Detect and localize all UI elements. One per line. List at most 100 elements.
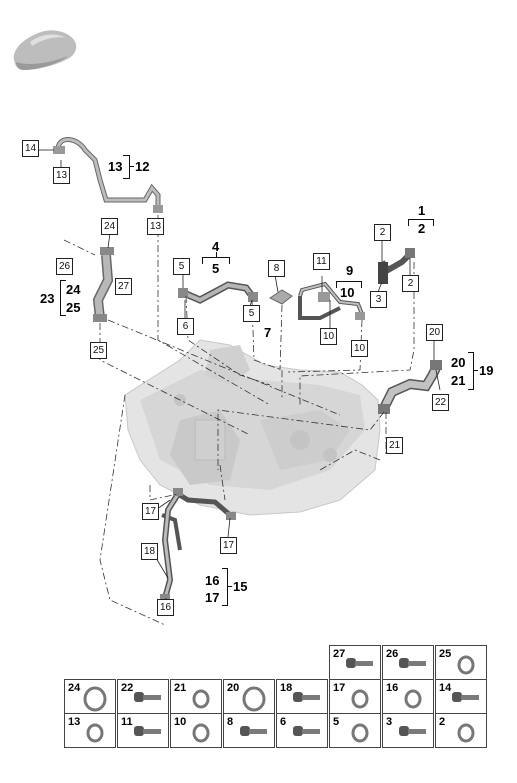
callout-6: 6 — [177, 318, 194, 335]
group-label-13: 13 — [108, 159, 123, 174]
part-number: 18 — [280, 682, 293, 694]
parts-cell[interactable]: 8 — [223, 713, 275, 748]
callout-17: 17 — [142, 503, 159, 520]
group-label-16: 16 — [205, 573, 220, 588]
group-tick — [227, 586, 232, 587]
bracket-7 — [269, 289, 293, 305]
group-label-19: 19 — [479, 363, 494, 378]
bolt-icon — [293, 726, 320, 736]
callout-16: 16 — [157, 599, 174, 616]
parts-cell[interactable]: 2 — [435, 713, 487, 748]
ring-icon — [86, 723, 104, 743]
group-label-1: 1 — [418, 203, 426, 218]
parts-cell[interactable]: 17 — [329, 679, 381, 714]
callout-2: 2 — [402, 275, 419, 292]
group-label-7: 7 — [264, 325, 272, 340]
pipe-9 — [298, 281, 365, 320]
group-label-15: 15 — [233, 579, 248, 594]
group-label-5: 5 — [212, 261, 220, 276]
ring-icon — [351, 689, 369, 709]
part-number: 17 — [333, 682, 346, 694]
part-number: 3 — [386, 716, 393, 728]
callout-18: 18 — [141, 543, 158, 560]
group-bracket — [202, 257, 230, 264]
exploded-view-drawing — [38, 137, 442, 626]
part-number: 10 — [174, 716, 187, 728]
group-tick — [473, 370, 478, 371]
part-number: 8 — [227, 716, 234, 728]
part-number: 22 — [121, 682, 134, 694]
engine-block — [124, 339, 381, 516]
bolt-icon — [346, 658, 373, 668]
callout-5: 5 — [243, 305, 260, 322]
callout-5: 5 — [173, 258, 190, 275]
parts-cell[interactable]: 21 — [170, 679, 222, 714]
callout-21: 21 — [386, 437, 403, 454]
part-number: 24 — [68, 682, 81, 694]
parts-cell[interactable]: 22 — [117, 679, 169, 714]
ring-icon — [457, 655, 475, 675]
callout-14: 14 — [22, 140, 39, 157]
callout-8: 8 — [268, 260, 285, 277]
group-bracket — [336, 281, 362, 288]
part-number: 16 — [386, 682, 399, 694]
pipe-4 — [178, 281, 258, 304]
parts-cell[interactable]: 14 — [435, 679, 487, 714]
group-bracket — [222, 568, 228, 606]
part-number: 11 — [121, 716, 133, 728]
callout-26: 26 — [56, 258, 73, 275]
leader-lines — [63, 215, 415, 626]
group-label-17: 17 — [205, 590, 220, 605]
parts-cell[interactable]: 10 — [170, 713, 222, 748]
part-number: 26 — [386, 648, 399, 660]
part-number: 13 — [68, 716, 81, 728]
parts-cell[interactable]: 25 — [435, 645, 487, 680]
callout-24: 24 — [101, 218, 118, 235]
group-label-23: 23 — [40, 291, 55, 306]
part-number: 25 — [439, 648, 452, 660]
group-label-2: 2 — [418, 221, 426, 236]
parts-cell[interactable]: 5 — [329, 713, 381, 748]
parts-cell[interactable]: 16 — [382, 679, 434, 714]
bolt-icon — [399, 726, 426, 736]
car-thumbnail-icon — [13, 30, 77, 70]
parts-cell[interactable]: 18 — [276, 679, 328, 714]
group-bracket — [468, 352, 474, 390]
parts-cell[interactable]: 11 — [117, 713, 169, 748]
part-number: 6 — [280, 716, 287, 728]
group-label-24: 24 — [66, 282, 81, 297]
parts-cell[interactable]: 6 — [276, 713, 328, 748]
bolt-icon — [452, 692, 479, 702]
ring-large-icon — [242, 686, 266, 712]
ring-icon — [404, 689, 422, 709]
callout-3: 3 — [370, 291, 387, 308]
group-bracket — [60, 280, 66, 316]
parts-cell[interactable]: 13 — [64, 713, 116, 748]
sensor-1 — [378, 248, 415, 284]
parts-cell[interactable]: 3 — [382, 713, 434, 748]
callout-25: 25 — [90, 342, 107, 359]
pipe-19 — [378, 360, 442, 414]
part-number: 5 — [333, 716, 340, 728]
bolt-icon — [293, 692, 320, 702]
group-label-12: 12 — [135, 159, 150, 174]
part-number: 2 — [439, 716, 446, 728]
group-bracket — [408, 219, 434, 226]
callout-2: 2 — [374, 224, 391, 241]
bolt-icon — [240, 726, 267, 736]
group-label-4: 4 — [212, 239, 220, 254]
group-tick — [216, 252, 217, 257]
group-label-21: 21 — [451, 373, 466, 388]
parts-cell[interactable]: 27 — [329, 645, 381, 680]
callout-10: 10 — [351, 340, 368, 357]
group-tick — [129, 166, 134, 167]
ring-icon — [192, 723, 210, 743]
parts-cell[interactable]: 20 — [223, 679, 275, 714]
bolt-icon — [134, 692, 161, 702]
callout-17: 17 — [220, 537, 237, 554]
ring-icon — [192, 689, 210, 709]
parts-cell[interactable]: 26 — [382, 645, 434, 680]
parts-cell[interactable]: 24 — [64, 679, 116, 714]
ring-large-icon — [83, 686, 107, 712]
